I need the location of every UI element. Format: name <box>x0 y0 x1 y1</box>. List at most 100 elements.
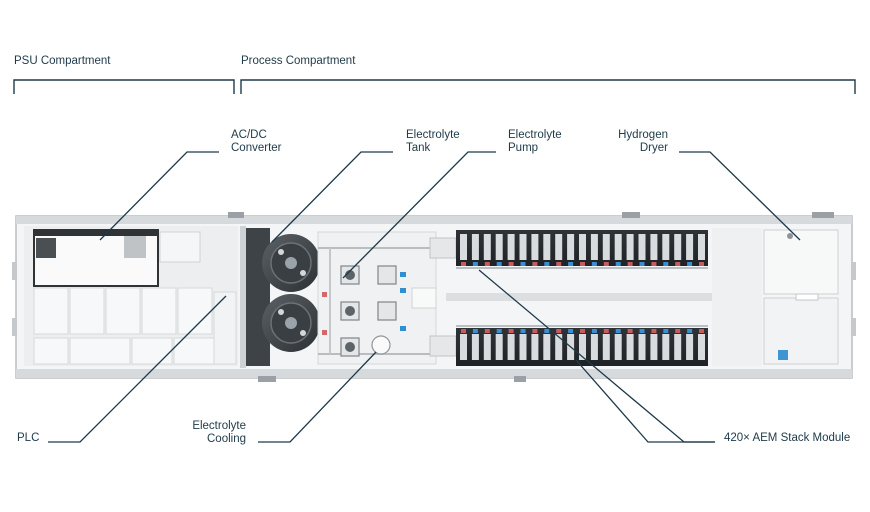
stack-cells-bottom <box>460 329 705 360</box>
process-compartment-label: Process Compartment <box>241 55 356 67</box>
stack-cell-port <box>699 329 704 333</box>
stack-cell-port <box>508 329 514 333</box>
stack-cell-port <box>472 329 478 333</box>
stack-cell-port <box>520 262 526 266</box>
stack-cell-port <box>663 329 669 333</box>
stack-cell-port <box>461 329 466 333</box>
stack-cell <box>590 334 598 360</box>
stack-cell-port <box>580 262 585 266</box>
leader-tank <box>271 151 393 243</box>
psu-cabinets <box>33 287 215 365</box>
stack-cell <box>495 334 503 360</box>
stack-cell <box>650 334 658 360</box>
stack-cell <box>507 334 515 360</box>
stack-cell <box>471 334 479 360</box>
stack-cell-port <box>484 262 490 266</box>
stack-cell <box>483 334 491 360</box>
stack-cell <box>519 234 527 260</box>
leader-cooling <box>258 351 377 443</box>
stack-cell <box>519 334 527 360</box>
stack-cell-port <box>544 329 550 333</box>
cooling-unit <box>371 335 391 355</box>
stack-cell <box>614 334 622 360</box>
stack-cell-port <box>687 329 693 333</box>
stack-cell-port <box>568 262 574 266</box>
leader-plc <box>48 295 227 443</box>
stack-cell-port <box>544 262 550 266</box>
leader-lines <box>48 151 801 443</box>
stack-cell-port <box>663 262 669 266</box>
stack-cell-port <box>699 262 704 266</box>
stack-cell-port <box>627 329 633 333</box>
stack-cell-port <box>687 262 693 266</box>
stack-cell <box>531 234 539 260</box>
stack-cell <box>674 334 682 360</box>
leader-stack-b <box>575 359 715 443</box>
stack-cell-port <box>639 262 645 266</box>
stack-cell <box>602 334 610 360</box>
stack-cell <box>483 234 491 260</box>
pump-skid <box>317 231 457 365</box>
stack-cell-port <box>639 329 645 333</box>
stack-cell <box>602 234 610 260</box>
stack-cell <box>674 234 682 260</box>
stack-cell-port <box>580 329 585 333</box>
stack-cell-port <box>496 329 502 333</box>
stack-cell-port <box>651 329 657 333</box>
psu-compartment <box>24 226 238 366</box>
stack-cell-port <box>603 262 609 266</box>
stack-cell <box>555 334 563 360</box>
stack-cell <box>638 334 646 360</box>
stack-cell-port <box>675 329 681 333</box>
stack-cell-port <box>556 329 562 333</box>
stack-cell-port <box>615 329 621 333</box>
stack-cell-port <box>651 262 657 266</box>
stack-cell <box>579 234 586 260</box>
stack-cell-port <box>568 329 574 333</box>
stack-cell <box>471 234 479 260</box>
stack-cell-port <box>556 262 562 266</box>
stack-cell-port <box>532 262 538 266</box>
stack-cell <box>460 234 467 260</box>
stack-cell <box>614 234 622 260</box>
aem-stack-module-label: 420× AEM Stack Module <box>724 432 851 444</box>
stack-cell <box>626 334 634 360</box>
stack-cell <box>638 234 646 260</box>
dryer-area <box>712 228 839 366</box>
stack-cell-port <box>532 329 538 333</box>
stack-cell-port <box>615 262 621 266</box>
stack-cell <box>543 334 551 360</box>
stack-cell <box>460 334 467 360</box>
stack-cell-port <box>472 262 478 266</box>
stack-cell <box>650 234 658 260</box>
stack-cell-port <box>591 329 597 333</box>
stack-cell <box>567 234 575 260</box>
psu-compartment-label: PSU Compartment <box>14 55 111 67</box>
stack-cell-port <box>496 262 502 266</box>
stack-cell <box>543 234 551 260</box>
plc-label: PLC <box>17 432 40 444</box>
stack-cell <box>686 234 694 260</box>
stack-cell-port <box>484 329 490 333</box>
stack-cell <box>555 234 563 260</box>
stack-cell <box>507 234 515 260</box>
process-bracket <box>240 79 856 94</box>
stack-cell <box>662 334 670 360</box>
psu-bracket <box>13 79 235 94</box>
leader-pump <box>342 151 496 279</box>
stack-cell-port <box>520 329 526 333</box>
stack-cell <box>495 234 503 260</box>
stack-cell <box>590 234 598 260</box>
stack-cell <box>579 334 586 360</box>
leader-dryer <box>679 151 801 241</box>
stack-cell-port <box>461 262 466 266</box>
stack-manifolds <box>446 267 740 327</box>
stack-cell <box>686 334 694 360</box>
stack-cell <box>626 234 634 260</box>
compartment-wall <box>240 226 246 368</box>
stack-cell-port <box>675 262 681 266</box>
